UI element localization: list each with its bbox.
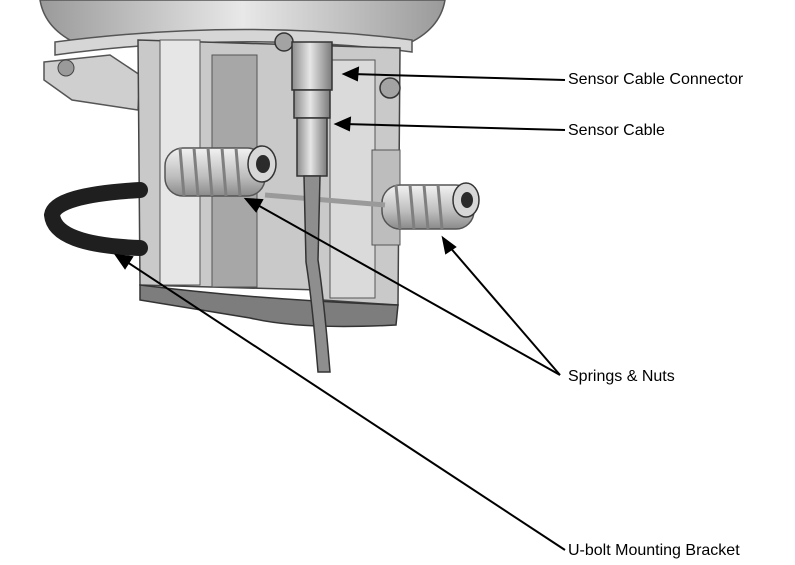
u-bolt: [43, 182, 148, 256]
left-clamp: [43, 54, 141, 111]
top-right-nut: [379, 77, 401, 99]
arrowhead-springs-right: [441, 235, 457, 255]
top-left-nut: [274, 32, 294, 52]
bracket-right-face: [329, 59, 376, 299]
arrowhead-cable: [333, 116, 352, 132]
leader-springs-right: [447, 244, 561, 376]
label-u-bolt-mounting-bracket: U-bolt Mounting Bracket: [568, 542, 740, 559]
label-sensor-cable-connector: Sensor Cable Connector: [568, 71, 744, 88]
leader-springs-left: [253, 202, 561, 376]
leader-cable: [343, 123, 566, 131]
sensor-connector: [291, 41, 333, 91]
arrowhead-springs-left: [243, 197, 264, 213]
connector-ring: [293, 89, 331, 119]
label-sensor-cable: Sensor Cable: [568, 122, 665, 139]
leader-ubolt: [123, 259, 566, 551]
right-spring: [381, 182, 480, 230]
left-clamp-nut: [57, 59, 75, 77]
leader-connector: [351, 73, 566, 81]
arrowhead-ubolt: [113, 253, 134, 270]
cable-boot: [296, 117, 328, 177]
left-spring: [164, 145, 277, 197]
sensor-cable-body: [303, 175, 331, 373]
threaded-rod: [264, 192, 386, 208]
bracket-bottom-lip: [139, 284, 399, 328]
label-springs-and-nuts: Springs & Nuts: [568, 368, 675, 385]
arrowhead-connector: [341, 66, 360, 82]
callout-leaders: [113, 66, 566, 551]
